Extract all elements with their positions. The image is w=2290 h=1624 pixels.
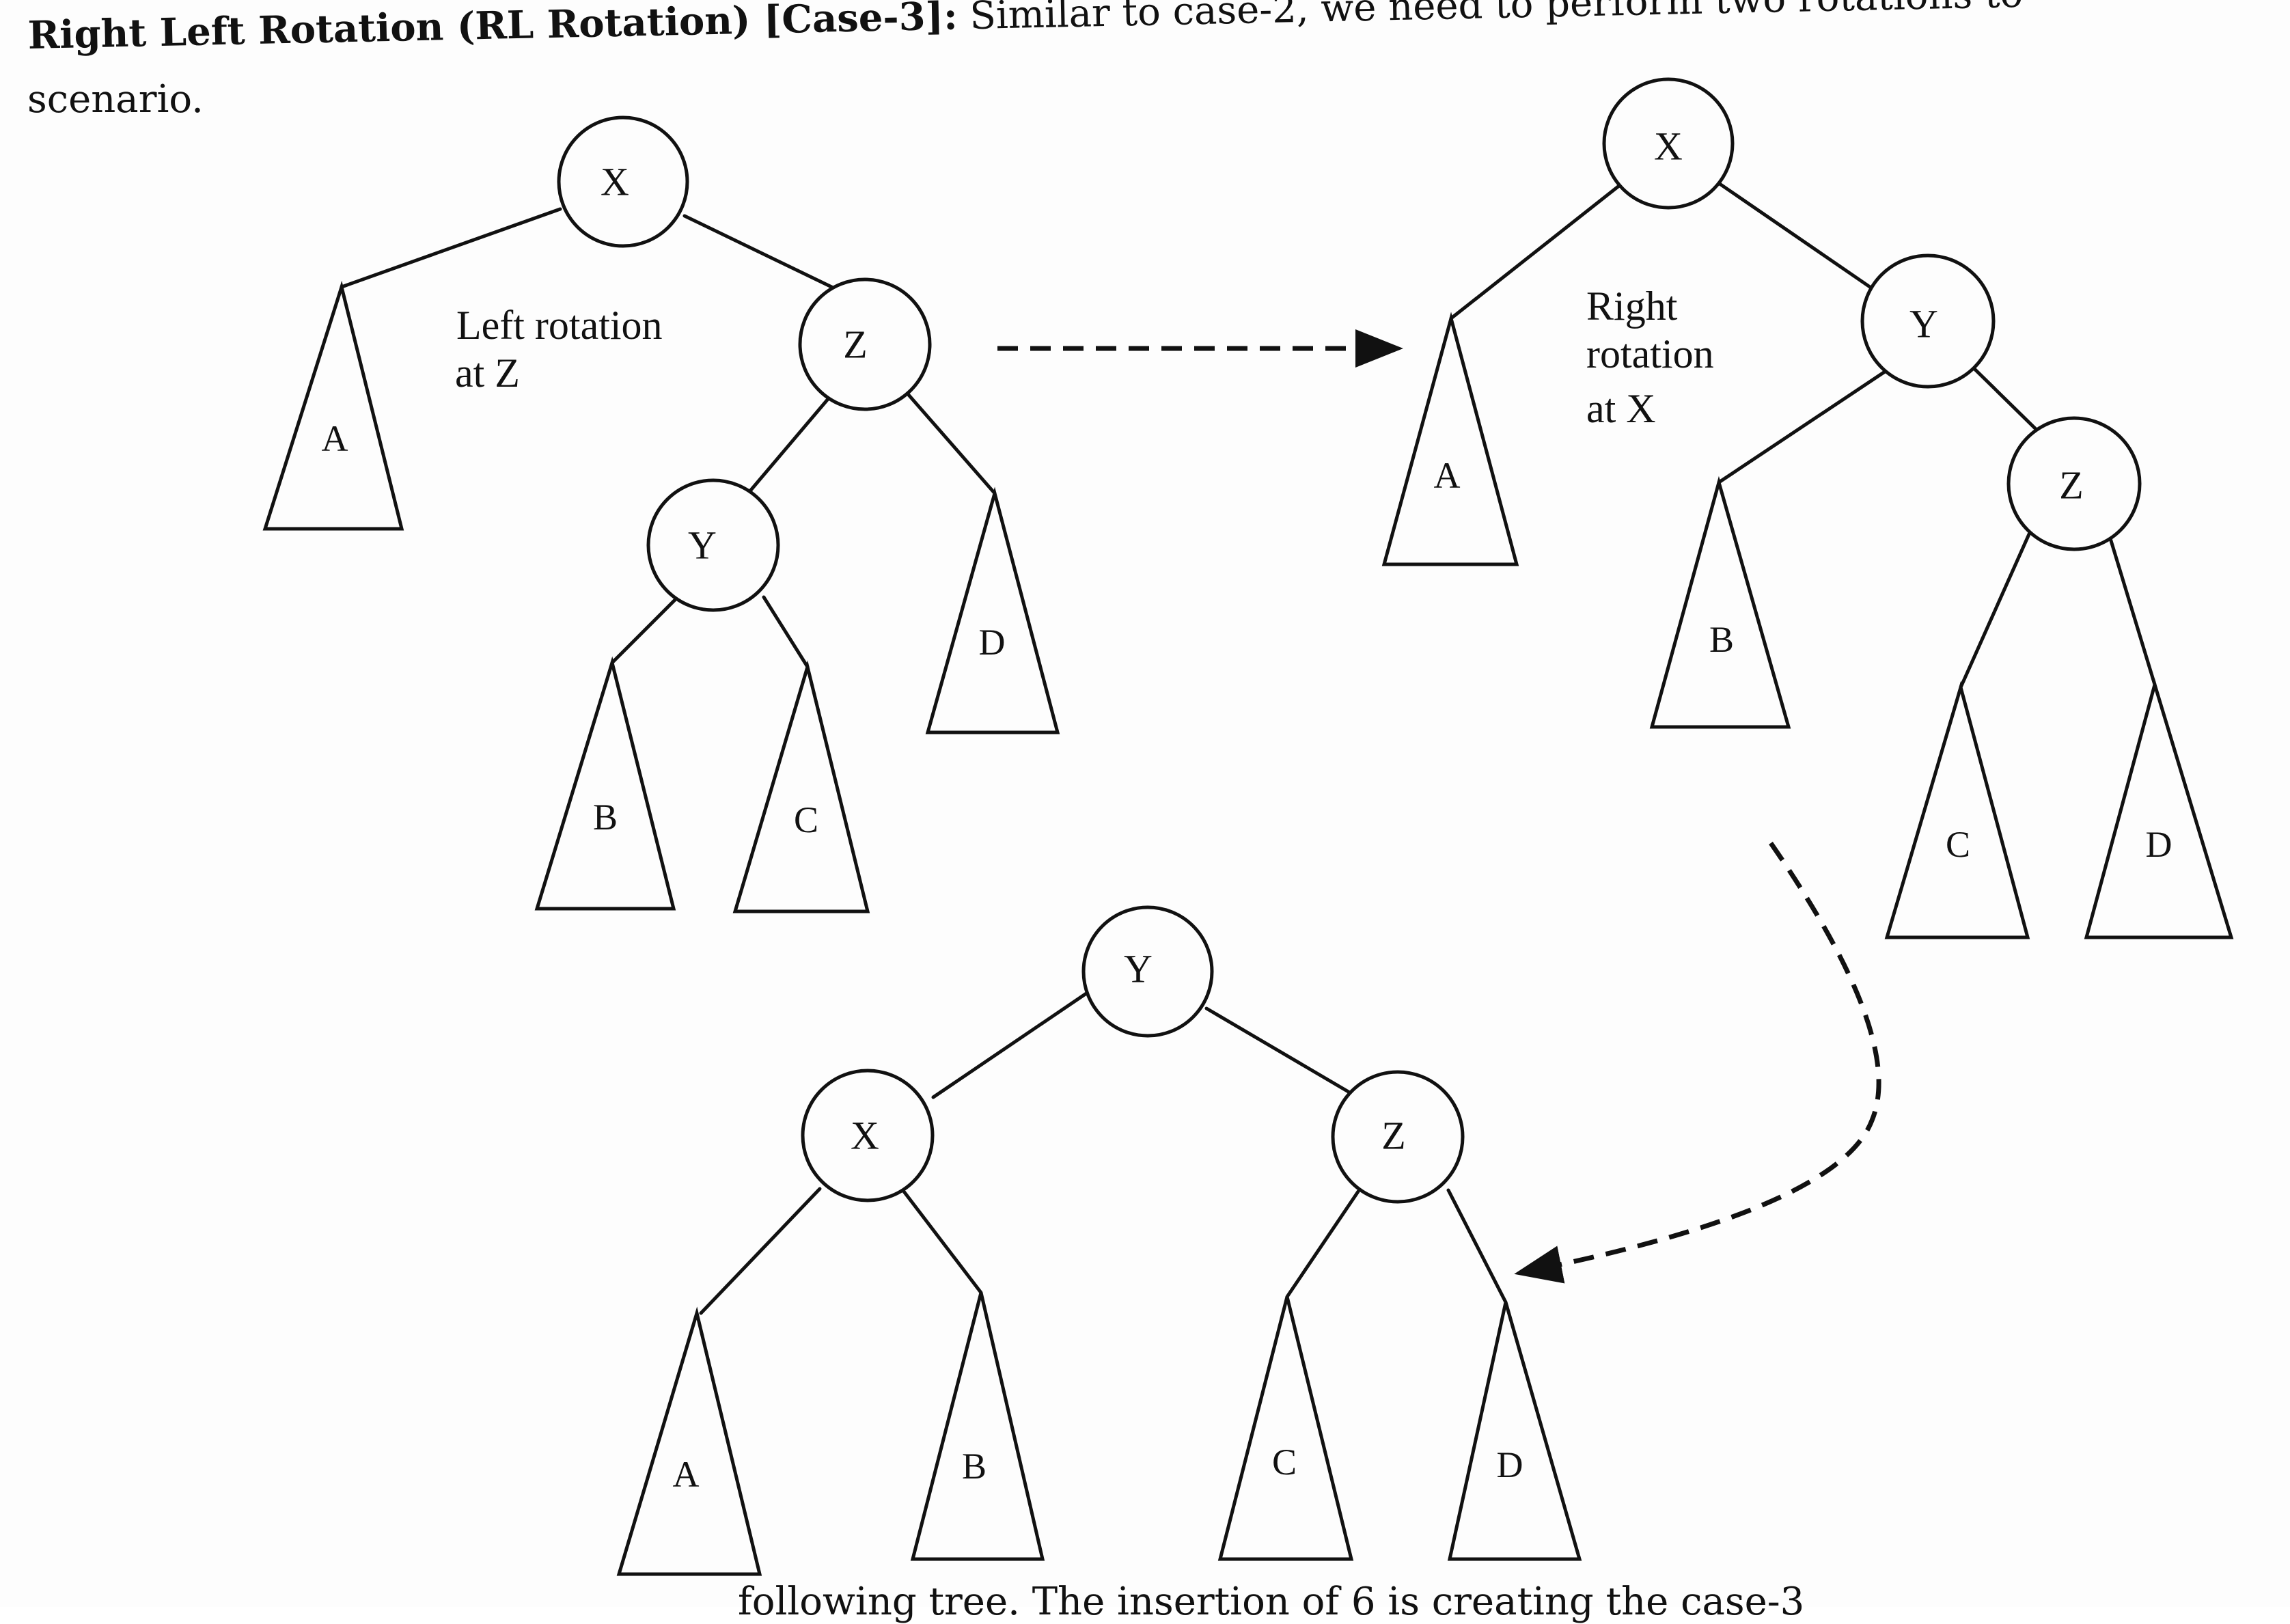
- tree1-node-x: [557, 115, 689, 248]
- tree3-subtrees: [616, 1292, 1582, 1576]
- tree2-edges: [1449, 176, 2157, 689]
- tree2-caption-line-2: rotation: [1586, 331, 1714, 376]
- tree2-node-x: [1602, 77, 1735, 210]
- subtree-d: [2084, 678, 2234, 939]
- tree1-node-z: [798, 277, 932, 411]
- subtree-c: [1884, 680, 2030, 939]
- edge-y-x: [931, 989, 1092, 1099]
- tree3-node-z: [1331, 1070, 1465, 1204]
- edge-z-c: [1959, 508, 2042, 689]
- subtree-a: [1381, 312, 1519, 566]
- tree1-subtree-a-label: A: [322, 418, 348, 459]
- edge-z-y: [743, 397, 830, 499]
- tree2-node-x-label: X: [1654, 124, 1683, 169]
- edge-y-z: [1204, 1006, 1357, 1098]
- subtree-a: [262, 280, 404, 531]
- edge-y-c: [762, 595, 810, 669]
- tree3-subtree-c-label: C: [1272, 1442, 1297, 1483]
- tree2-node-z-label: Z: [2059, 463, 2083, 508]
- arrow-step-2: [1514, 842, 1881, 1284]
- tree3-subtree-b-label: B: [962, 1446, 987, 1487]
- tree2-subtree-d-label: D: [2146, 824, 2172, 865]
- tree1-node-x-label: X: [601, 160, 629, 204]
- edge-x-a: [1449, 178, 1628, 320]
- edge-z-d: [907, 393, 997, 495]
- edge-y-b: [1717, 368, 1889, 484]
- tree1-subtree-c-label: C: [794, 799, 818, 840]
- tree3-subtree-a-label: A: [673, 1454, 700, 1495]
- subtree-b: [910, 1292, 1045, 1561]
- tree3-node-x-label: X: [851, 1114, 879, 1158]
- tree1-node-z-label: Z: [843, 322, 867, 367]
- tree2-node-y-label: Y: [1909, 302, 1938, 346]
- edge-y-b: [610, 598, 677, 665]
- tree2-node-z: [2006, 416, 2142, 551]
- tree2-subtree-a-label: A: [1434, 455, 1461, 496]
- tree1-caption-line-2: at Z: [455, 350, 520, 396]
- tree2-caption-line-1: Right: [1586, 284, 1678, 329]
- tree3-node-x: [801, 1069, 935, 1202]
- tree2-subtree-c-label: C: [1946, 824, 1970, 865]
- subtree-b: [534, 656, 676, 911]
- tree2-subtrees: [1381, 312, 2234, 939]
- tree3-edges: [699, 989, 1508, 1315]
- tree1-node-y-label: Y: [688, 523, 717, 568]
- subtree-c: [1217, 1296, 1354, 1561]
- edge-z-c: [1285, 1189, 1360, 1299]
- edge-x-z: [682, 214, 848, 296]
- tree2-subtree-b-label: B: [1709, 619, 1734, 660]
- edge-y-z: [1965, 360, 2039, 432]
- edge-x-a: [340, 207, 562, 289]
- tree2-caption-line-3: at X: [1586, 386, 1656, 431]
- tree1-edges: [340, 207, 997, 669]
- tree3-subtree-d-label: D: [1497, 1444, 1523, 1485]
- subtree-a: [616, 1306, 762, 1576]
- subtree-d: [925, 486, 1060, 734]
- heading-line-2: scenario.: [27, 77, 204, 122]
- tree1-subtree-d-label: D: [979, 622, 1006, 663]
- footer-cut-text: following tree. The insertion of 6 is cr…: [738, 1580, 1805, 1624]
- tree1-subtrees: [262, 280, 1060, 913]
- edge-x-a: [699, 1187, 822, 1315]
- tree1-subtree-b-label: B: [593, 797, 618, 838]
- subtree-d: [1447, 1302, 1582, 1561]
- subtree-c: [732, 660, 870, 913]
- edge-x-b: [900, 1187, 983, 1295]
- edge-z-d: [2101, 512, 2157, 687]
- tree3-node-y: [1081, 905, 1214, 1038]
- tree2-node-y: [1860, 253, 1996, 389]
- tree1-node-y: [646, 478, 780, 612]
- tree3-node-y-label: Y: [1124, 947, 1153, 991]
- subtree-b: [1649, 476, 1791, 729]
- edge-x-y: [1709, 176, 1874, 290]
- edge-z-d: [1446, 1188, 1508, 1304]
- tree1-caption-line-1: Left rotation: [456, 303, 663, 348]
- tree3-node-z-label: Z: [1381, 1114, 1405, 1158]
